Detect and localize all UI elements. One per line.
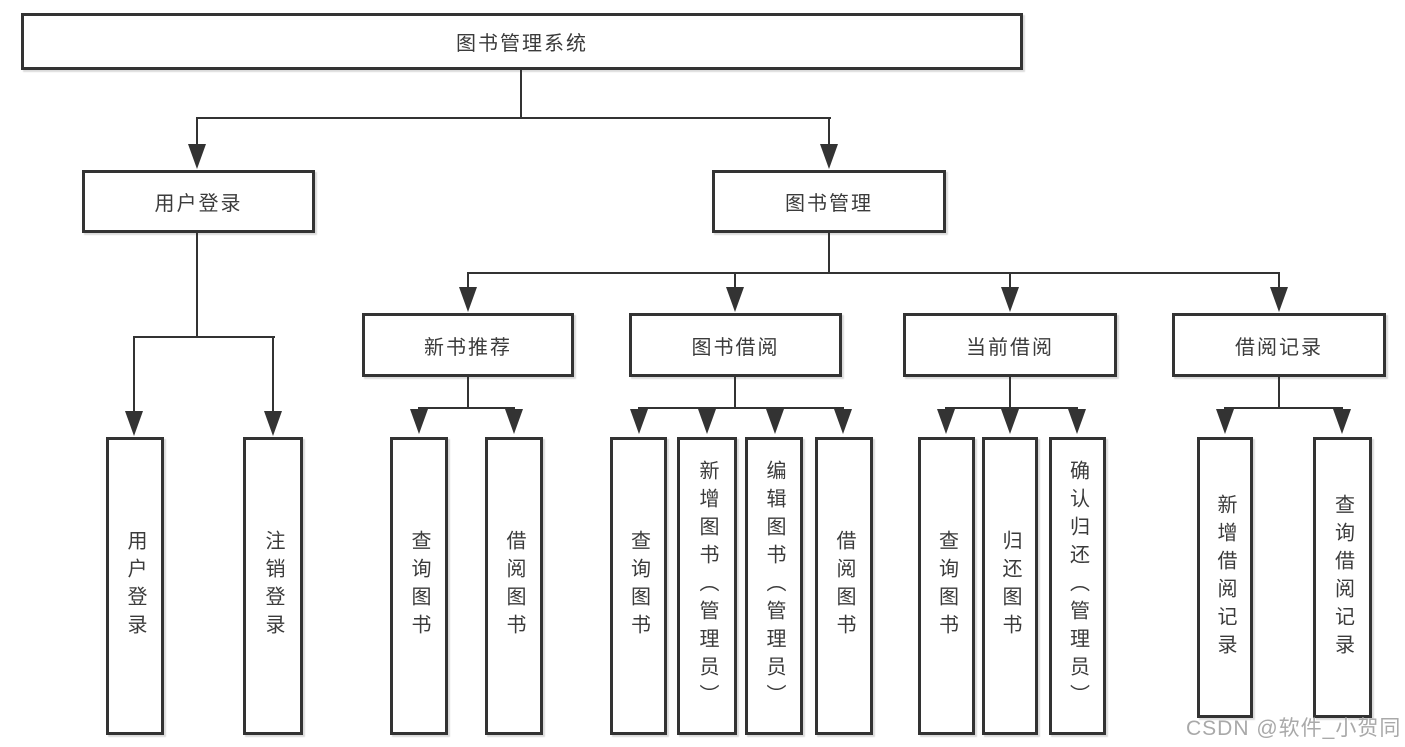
arrow-down-icon [820, 144, 838, 169]
leaf-add-borrow-record: 新增借阅记录 [1197, 437, 1253, 718]
connector-leaf-drop [272, 338, 274, 411]
arrow-down-icon [726, 287, 744, 312]
node-new-book-recommendation: 新书推荐 [362, 313, 574, 377]
connector-level3-drop [734, 274, 736, 289]
connector-leaf-stem [1278, 377, 1280, 407]
arrow-down-icon [1068, 409, 1086, 434]
connector-level3-drop [1009, 274, 1011, 289]
arrow-down-icon [188, 144, 206, 169]
leaf-user-login: 用户登录 [106, 437, 164, 735]
arrow-down-icon [505, 409, 523, 434]
leaf-edit-books-admin: 编辑图书（管理员） [745, 437, 803, 735]
arrow-down-icon [264, 411, 282, 436]
node-book-borrowing: 图书借阅 [629, 313, 842, 377]
arrow-down-icon [1216, 409, 1234, 434]
connector-level3-bar [467, 272, 1280, 274]
connector-leaf-stem [467, 377, 469, 407]
node-label: 借阅记录 [1235, 336, 1323, 359]
leaf-search-borrow-record: 查询借阅记录 [1313, 437, 1372, 718]
node-label: 新增图书（管理员） [696, 460, 718, 712]
leaf-search-books-recommend: 查询图书 [390, 437, 448, 735]
node-label: 编辑图书（管理员） [763, 460, 785, 712]
connector-leaf-bar [945, 407, 1078, 409]
leaf-logout: 注销登录 [243, 437, 303, 735]
connector-leaf-bar [638, 407, 844, 409]
connector-leaf-drop [133, 338, 135, 411]
node-current-borrowing: 当前借阅 [903, 313, 1117, 377]
node-user-login: 用户登录 [82, 170, 315, 233]
connector-user-login-bar [133, 336, 275, 338]
arrow-down-icon [834, 409, 852, 434]
node-label: 查询图书 [408, 530, 430, 642]
arrow-down-icon [125, 411, 143, 436]
node-label: 查询借阅记录 [1331, 493, 1354, 662]
node-label: 借阅图书 [503, 530, 525, 642]
connector-leaf-bar [418, 407, 515, 409]
connector-leaf-stem [1009, 377, 1011, 407]
arrow-down-icon [1270, 287, 1288, 312]
leaf-search-books-current: 查询图书 [918, 437, 975, 735]
node-label: 注销登录 [262, 530, 284, 642]
node-label: 图书管理 [785, 193, 873, 215]
node-label: 图书管理系统 [456, 33, 588, 55]
connector-user-login-drop [196, 119, 198, 145]
arrow-down-icon [410, 409, 428, 434]
leaf-add-books-admin: 新增图书（管理员） [677, 437, 737, 735]
node-label: 新书推荐 [424, 336, 512, 359]
arrow-down-icon [459, 287, 477, 312]
csdn-watermark: CSDN @软件_小贺同学 [1186, 717, 1402, 740]
leaf-borrow-books-recommend: 借阅图书 [485, 437, 543, 735]
connector-book-mgmt-stem [828, 233, 830, 272]
node-borrowing-records: 借阅记录 [1172, 313, 1386, 377]
connector-level3-drop [467, 274, 469, 289]
leaf-confirm-return-admin: 确认归还（管理员） [1049, 437, 1106, 735]
connector-leaf-stem [734, 377, 736, 407]
arrow-down-icon [1333, 409, 1351, 434]
connector-user-login-stem [196, 233, 198, 338]
node-label: 用户登录 [154, 193, 243, 215]
leaf-search-books-borrowing: 查询图书 [610, 437, 667, 735]
node-root-library-system: 图书管理系统 [21, 13, 1023, 70]
node-label: 新增借阅记录 [1214, 493, 1236, 662]
arrow-down-icon [1001, 409, 1019, 434]
leaf-borrow-books-borrowing: 借阅图书 [815, 437, 873, 735]
node-label: 图书借阅 [691, 336, 780, 359]
connector-root-stem [520, 70, 522, 119]
arrow-down-icon [766, 409, 784, 434]
connector-level3-drop [1278, 274, 1280, 289]
connector-level2-bar [196, 117, 831, 119]
connector-book-mgmt-drop [828, 119, 830, 145]
leaf-return-books: 归还图书 [982, 437, 1038, 735]
connector-leaf-bar [1224, 407, 1343, 409]
node-label: 查询图书 [935, 530, 958, 642]
arrow-down-icon [698, 409, 716, 434]
node-label: 查询图书 [627, 530, 650, 642]
node-label: 当前借阅 [966, 336, 1054, 359]
arrow-down-icon [630, 409, 648, 434]
node-book-management: 图书管理 [712, 170, 946, 233]
node-label: 用户登录 [124, 530, 146, 642]
arrow-down-icon [937, 409, 955, 434]
node-label: 确认归还（管理员） [1066, 460, 1089, 712]
node-label: 归还图书 [999, 530, 1021, 642]
node-label: 借阅图书 [833, 530, 855, 642]
arrow-down-icon [1001, 287, 1019, 312]
